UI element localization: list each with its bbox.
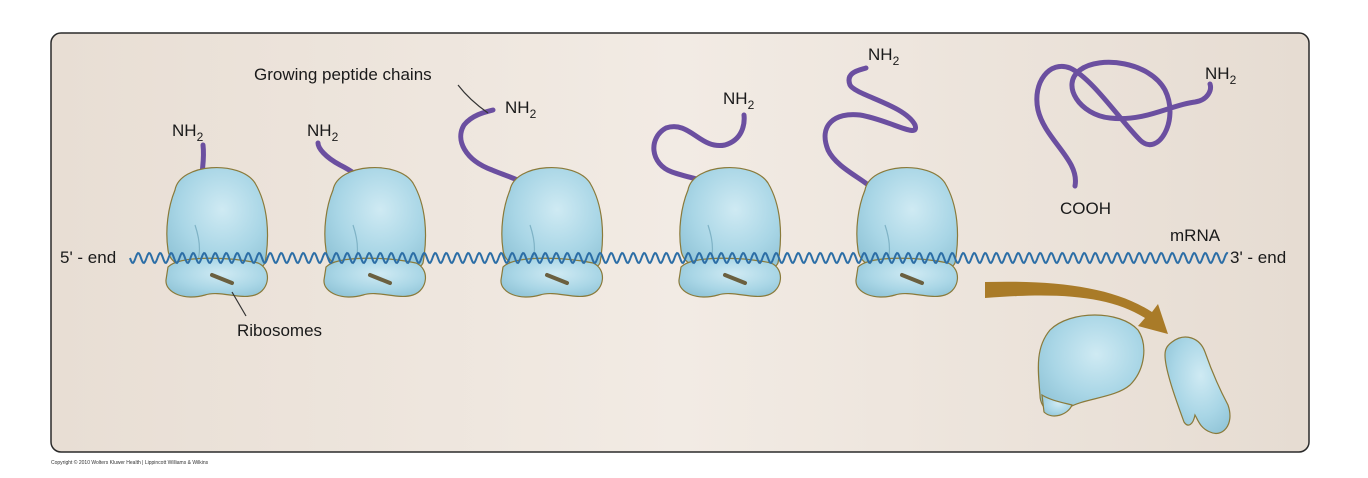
ribosome-2 [321, 165, 428, 300]
ribosome-1 [163, 165, 270, 300]
label-nh2-2: NH2 [307, 121, 339, 144]
label-nh2-free: NH2 [1205, 64, 1237, 87]
peptide-chain-5 [822, 65, 918, 208]
large-subunit-free [1037, 314, 1145, 414]
label-growing-chains: Growing peptide chains [254, 65, 432, 84]
label-nh2-5: NH2 [868, 45, 900, 68]
ribosomes-leader-line [231, 291, 247, 317]
copyright-notice: Copyright © 2010 Wolters Kluwer Health |… [51, 460, 209, 466]
ribosome-3 [498, 165, 605, 300]
label-3-end: 3' - end [1230, 248, 1286, 267]
label-nh2-3: NH2 [505, 98, 537, 121]
label-ribosomes: Ribosomes [237, 321, 322, 340]
ribosome-5 [853, 165, 960, 300]
release-arrow [985, 281, 1168, 334]
label-nh2-1: NH2 [172, 121, 204, 144]
label-5-end: 5' - end [60, 248, 116, 267]
label-mrna: mRNA [1170, 226, 1221, 245]
large-subunit-lobe [1041, 393, 1073, 417]
label-cooh: COOH [1060, 199, 1111, 218]
label-nh2-4: NH2 [723, 89, 755, 112]
ribosome-4 [676, 165, 783, 300]
small-subunit-free [1164, 336, 1231, 434]
chains-leader-line [457, 84, 489, 114]
peptide-chain-free [1034, 59, 1213, 189]
mrna-strand [129, 251, 1229, 265]
